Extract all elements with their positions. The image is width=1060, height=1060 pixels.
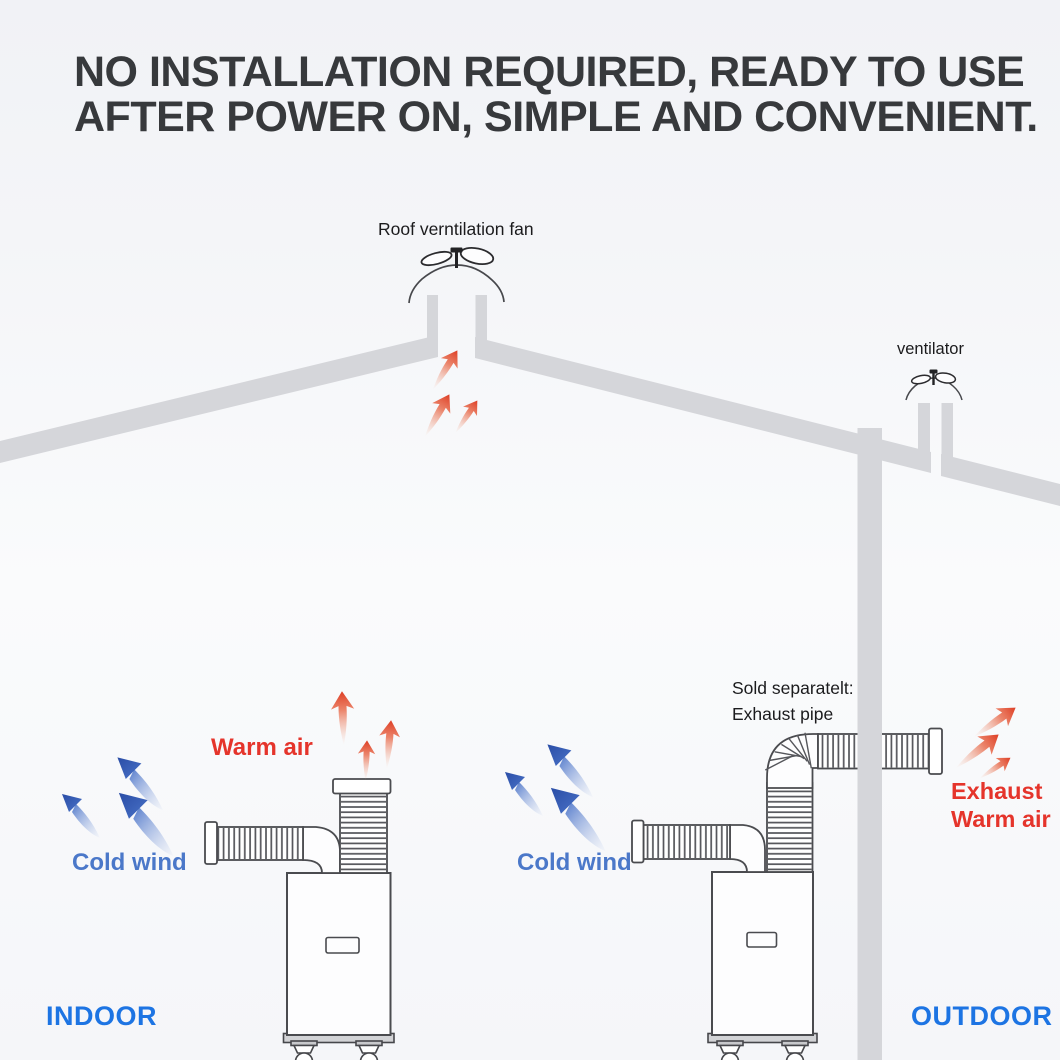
caster-wheel [716, 1040, 744, 1060]
warm-air-label: Warm air [211, 734, 313, 761]
cold-wind-arrows-right [505, 744, 606, 852]
fan-blade-right [459, 247, 495, 265]
caster-wheel [781, 1040, 809, 1060]
left-unit-intake-duct [204, 821, 341, 874]
exhaust-warm-air-arrows [948, 698, 1022, 786]
outdoor-label: OUTDOOR [911, 1001, 1053, 1031]
duct-flange [631, 819, 645, 864]
left-unit-exhaust-duct [332, 778, 392, 874]
cold-wind-label-left: Cold wind [72, 849, 187, 876]
exhaust-warm-air-line1: Exhaust [951, 778, 1043, 804]
ventilator-fan-icon [905, 369, 963, 401]
unit-body [286, 872, 392, 1036]
right-ac-unit [631, 727, 943, 1060]
left-ac-unit [204, 778, 395, 1060]
ventilator-duct-right-bar [941, 403, 953, 458]
exterior-wall [857, 428, 882, 1060]
roof-chimney-right-bar [475, 295, 487, 348]
sold-separately-line2: Exhaust pipe [732, 704, 834, 724]
fan-blade-left [910, 374, 932, 385]
indoor-label: INDOOR [46, 1001, 157, 1031]
exhaust-warm-air-label: Exhaust Warm air [951, 777, 1051, 833]
cold-wind-arrows-left [62, 757, 174, 857]
duct-flange [928, 727, 943, 775]
duct-elbow [729, 824, 766, 873]
cold-wind-label-right: Cold wind [517, 849, 632, 876]
warm-air-arrows-left [330, 690, 402, 782]
duct-flange [332, 778, 392, 795]
fan-cap [929, 369, 938, 374]
caster-wheel [355, 1040, 383, 1060]
page-title-line1: NO INSTALLATION REQUIRED, READY TO USE [74, 48, 1025, 96]
caster-wheel [290, 1040, 318, 1060]
building-roof-outline [0, 295, 1060, 506]
roof-slope-left [0, 335, 438, 463]
fan-blade-right [934, 372, 957, 384]
elbow-ribs [764, 732, 812, 771]
roof-slope-right-a [475, 337, 931, 473]
ventilator-label: ventilator [897, 340, 964, 358]
fan-blade-left [420, 250, 453, 267]
page-title: NO INSTALLATION REQUIRED, READY TO USE A… [74, 50, 1038, 140]
right-unit-exhaust-pipe [764, 727, 943, 873]
right-unit-intake-duct [631, 819, 766, 873]
fan-cap [450, 247, 463, 253]
duct-flange [204, 821, 218, 865]
roof-chimney-left-bar [427, 295, 438, 352]
roof-fan-label: Roof verntilation fan [378, 219, 534, 239]
roof-fan-dome [408, 264, 505, 304]
unit-vent-slot [325, 936, 360, 954]
roof-fan-icon [408, 247, 505, 304]
page-title-line2: AFTER POWER ON, SIMPLE AND CONVENIENT. [74, 93, 1038, 141]
sold-separately-line1: Sold separatelt: [732, 678, 854, 698]
exhaust-warm-air-line2: Warm air [951, 806, 1051, 832]
unit-body [711, 871, 814, 1036]
duct-elbow [302, 826, 341, 874]
roof-slope-right-b [941, 454, 1060, 506]
ventilator-duct-left-bar [918, 403, 930, 465]
unit-vent-slot [746, 931, 778, 948]
sold-separately-label: Sold separatelt: Exhaust pipe [732, 675, 854, 727]
